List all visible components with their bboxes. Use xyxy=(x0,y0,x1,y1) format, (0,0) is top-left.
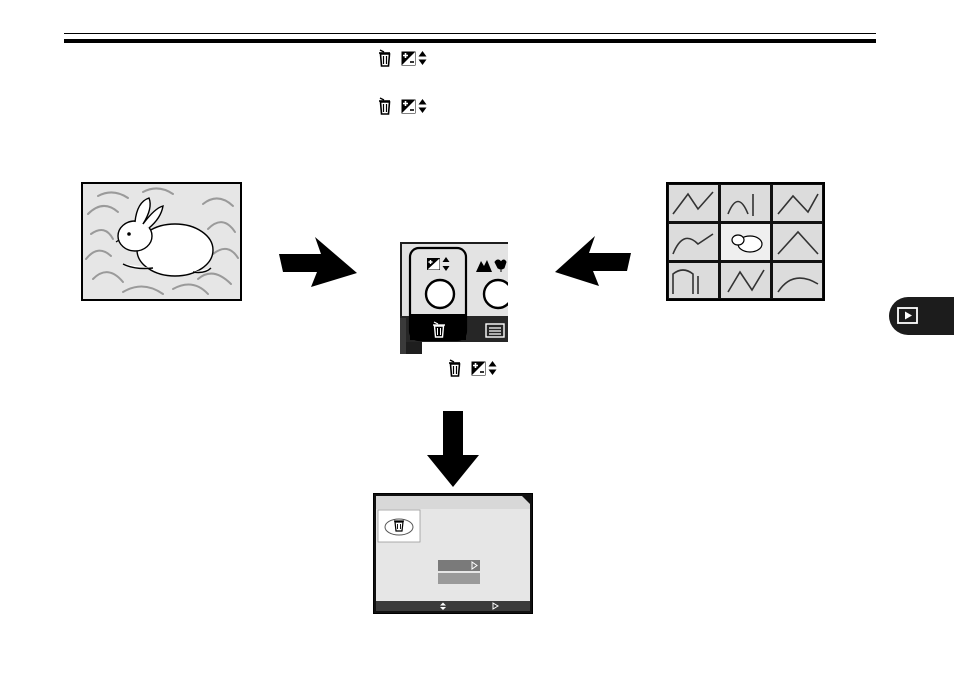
exposure-compensation-icon xyxy=(471,361,486,376)
trash-icon xyxy=(377,97,393,115)
icon-row-1 xyxy=(377,48,427,68)
exposure-compensation-icon xyxy=(401,51,416,66)
up-down-arrows-icon xyxy=(418,98,427,114)
header-rule-thin xyxy=(64,33,876,34)
icon-row-3 xyxy=(447,358,497,378)
rabbit-illustration xyxy=(81,182,242,301)
up-down-arrows-icon xyxy=(488,360,497,376)
menu-option-2 xyxy=(438,573,480,584)
arrow-down-to-menu xyxy=(427,411,479,487)
trash-icon xyxy=(377,49,393,67)
up-down-arrows-icon xyxy=(418,50,427,66)
arrow-from-thumbnails xyxy=(555,236,631,286)
header-rule-thick xyxy=(64,39,876,43)
playback-icon xyxy=(897,306,919,326)
exposure-compensation-icon xyxy=(401,99,416,114)
delete-menu-screen xyxy=(373,493,533,614)
menu-option-1 xyxy=(438,560,480,571)
arrow-from-single-image xyxy=(279,237,357,287)
playback-section-tab xyxy=(889,297,954,335)
thumbnail-grid-illustration xyxy=(666,182,825,301)
trash-icon xyxy=(447,359,463,377)
icon-row-2 xyxy=(377,96,427,116)
camera-back-buttons xyxy=(400,242,508,354)
